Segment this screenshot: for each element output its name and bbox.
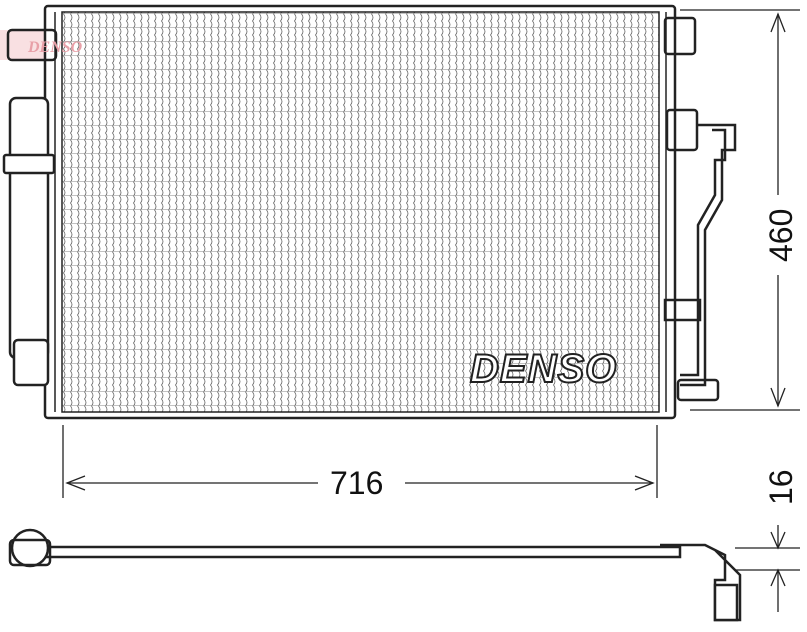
side-view [8, 528, 742, 622]
width-label: 716 [330, 465, 383, 501]
height-label: 460 [763, 209, 799, 262]
watermark-logo: DENSO [27, 39, 83, 56]
condenser-core [43, 4, 677, 420]
width-dimension [62, 425, 658, 498]
thickness-dimension [735, 525, 800, 612]
height-dimension [680, 9, 800, 411]
refrigerant-pipes [663, 16, 737, 402]
thickness-label: 16 [763, 469, 799, 505]
receiver-drier [2, 28, 58, 387]
brand-logo: DENSO [470, 347, 617, 391]
